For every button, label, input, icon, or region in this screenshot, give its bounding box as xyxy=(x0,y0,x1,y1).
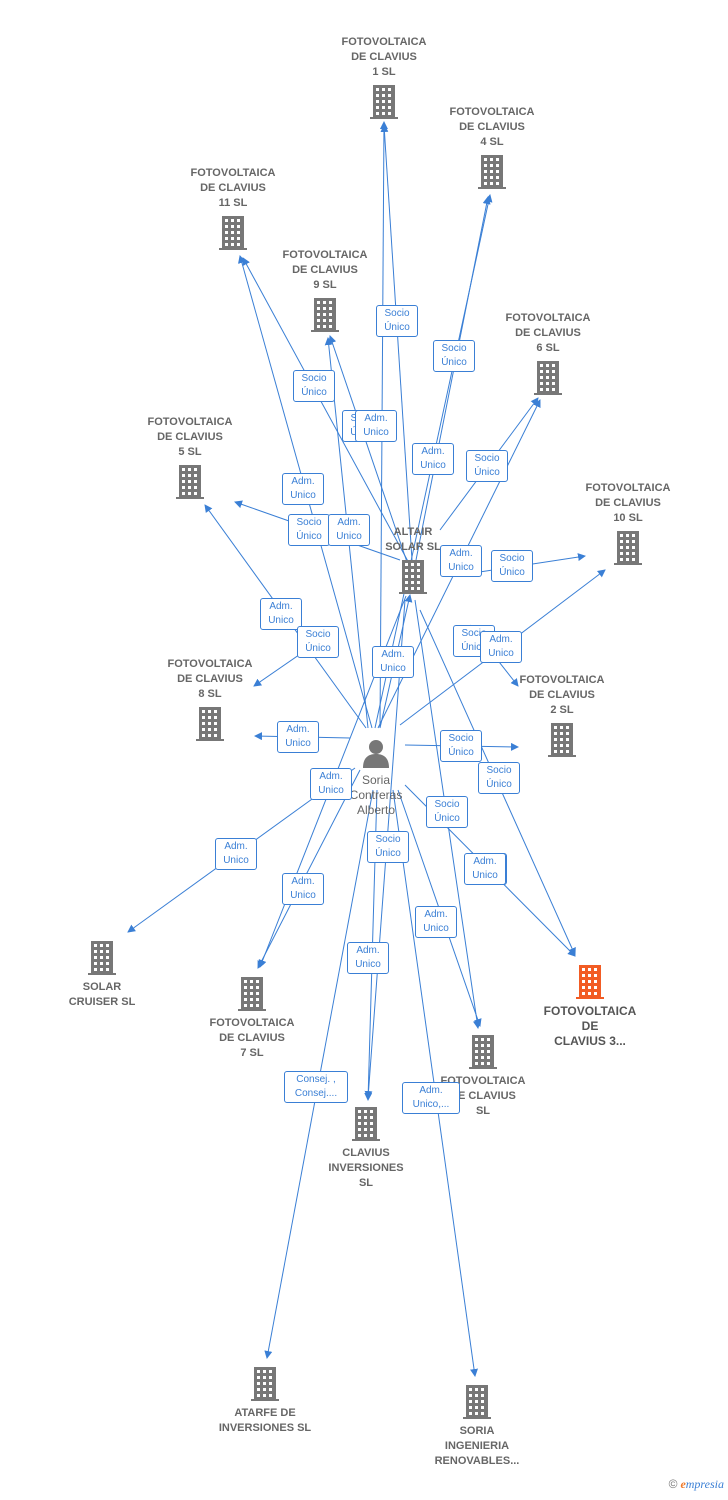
edge-label[interactable]: Adm. Unico xyxy=(440,545,482,577)
edge-label[interactable]: Adm. Unico xyxy=(480,631,522,663)
edge-label[interactable]: Adm. Unico xyxy=(355,410,397,442)
building-icon[interactable] xyxy=(88,941,116,980)
empresia-logo: ©empresia xyxy=(669,1477,724,1492)
edge-label[interactable]: Socio Único xyxy=(367,831,409,863)
building-icon[interactable] xyxy=(238,977,266,1016)
edge-label[interactable]: Adm. Unico xyxy=(215,838,257,870)
node-label-fc5[interactable]: FOTOVOLTAICA DE CLAVIUS 5 SL xyxy=(147,416,233,458)
edge-label[interactable]: Adm. Unico xyxy=(310,768,352,800)
edge-label[interactable]: Socio Único xyxy=(293,370,335,402)
edge-label[interactable]: Socio Único xyxy=(433,340,475,372)
edge-label[interactable]: Adm. Unico xyxy=(415,906,457,938)
building-icon[interactable] xyxy=(576,965,604,1004)
copyright-symbol: © xyxy=(668,1477,678,1491)
logo-name: mpresia xyxy=(685,1477,724,1491)
edge-label[interactable]: Socio Único xyxy=(440,730,482,762)
edge-label[interactable]: Socio Único xyxy=(297,626,339,658)
node-label-fc10[interactable]: FOTOVOLTAICA DE CLAVIUS 10 SL xyxy=(585,482,671,524)
node-label-fc7[interactable]: FOTOVOLTAICA DE CLAVIUS 7 SL xyxy=(209,1017,295,1059)
edge-label[interactable]: Adm. Unico xyxy=(347,942,389,974)
node-label-fc9[interactable]: FOTOVOLTAICA DE CLAVIUS 9 SL xyxy=(282,249,368,291)
edge-label[interactable]: Socio Único xyxy=(288,514,330,546)
node-label-person[interactable]: Soria Contreras Alberto xyxy=(349,773,403,817)
node-label-fc2[interactable]: FOTOVOLTAICA DE CLAVIUS 2 SL xyxy=(519,674,605,716)
building-icon[interactable] xyxy=(534,361,562,400)
building-icon[interactable] xyxy=(251,1367,279,1406)
building-icon[interactable] xyxy=(469,1035,497,1074)
edge-label[interactable]: Socio Único xyxy=(478,762,520,794)
edge-19 xyxy=(415,196,491,561)
edge-label[interactable]: Adm. Unico,... xyxy=(402,1082,460,1114)
edge-12 xyxy=(257,769,361,969)
node-label-fc6[interactable]: FOTOVOLTAICA DE CLAVIUS 6 SL xyxy=(505,312,591,354)
edge-label[interactable]: Adm. Unico xyxy=(282,873,324,905)
node-label-atarfe[interactable]: ATARFE DE INVERSIONES SL xyxy=(218,1407,312,1434)
edge-label[interactable]: Adm. Unico xyxy=(372,646,414,678)
building-icon[interactable] xyxy=(548,723,576,762)
building-icon[interactable] xyxy=(478,155,506,194)
edge-21 xyxy=(328,335,409,566)
person-icon[interactable] xyxy=(361,738,391,773)
building-icon[interactable] xyxy=(370,85,398,124)
node-label-fc11[interactable]: FOTOVOLTAICA DE CLAVIUS 11 SL xyxy=(190,167,276,209)
edge-label[interactable]: Adm. Unico xyxy=(282,473,324,505)
edge-label[interactable]: Socio Único xyxy=(491,550,533,582)
edge-label[interactable]: Socio Único xyxy=(426,796,468,828)
node-label-clavius[interactable]: CLAVIUS INVERSIONES SL xyxy=(328,1147,404,1189)
building-icon[interactable] xyxy=(399,560,427,599)
node-label-fc1[interactable]: FOTOVOLTAICA DE CLAVIUS 1 SL xyxy=(341,36,427,78)
node-label-fc3[interactable]: FOTOVOLTAICA DE CLAVIUS 3... xyxy=(543,1004,637,1048)
edge-label[interactable]: Adm. Unico xyxy=(412,443,454,475)
building-icon[interactable] xyxy=(219,216,247,255)
node-label-fc8[interactable]: FOTOVOLTAICA DE CLAVIUS 8 SL xyxy=(167,658,253,700)
edge-label[interactable]: Adm. Unico xyxy=(464,853,506,885)
edge-label[interactable]: Adm. Unico xyxy=(328,514,370,546)
edge-label[interactable]: Adm. Unico xyxy=(277,721,319,753)
building-icon[interactable] xyxy=(176,465,204,504)
edge-20 xyxy=(242,257,411,566)
building-icon[interactable] xyxy=(196,707,224,746)
node-label-altair[interactable]: ALTAIR SOLAR SL xyxy=(385,526,441,553)
node-label-fc4[interactable]: FOTOVOLTAICA DE CLAVIUS 4 SL xyxy=(449,106,535,148)
edge-label[interactable]: Adm. Unico xyxy=(260,598,302,630)
edge-label[interactable]: Socio Único xyxy=(466,450,508,482)
node-label-soriaing[interactable]: SORIA INGENIERIA RENOVABLES... xyxy=(434,1425,520,1467)
building-icon[interactable] xyxy=(352,1107,380,1146)
logo-initial: e xyxy=(680,1477,686,1491)
edge-18 xyxy=(380,124,413,561)
node-label-solar[interactable]: SOLAR CRUISER SL xyxy=(68,981,136,1008)
building-icon[interactable] xyxy=(614,531,642,570)
edge-label[interactable]: Consej. , Consej.... xyxy=(284,1071,348,1103)
edge-label[interactable]: Socio Único xyxy=(376,305,418,337)
building-icon[interactable] xyxy=(463,1385,491,1424)
building-icon[interactable] xyxy=(311,298,339,337)
